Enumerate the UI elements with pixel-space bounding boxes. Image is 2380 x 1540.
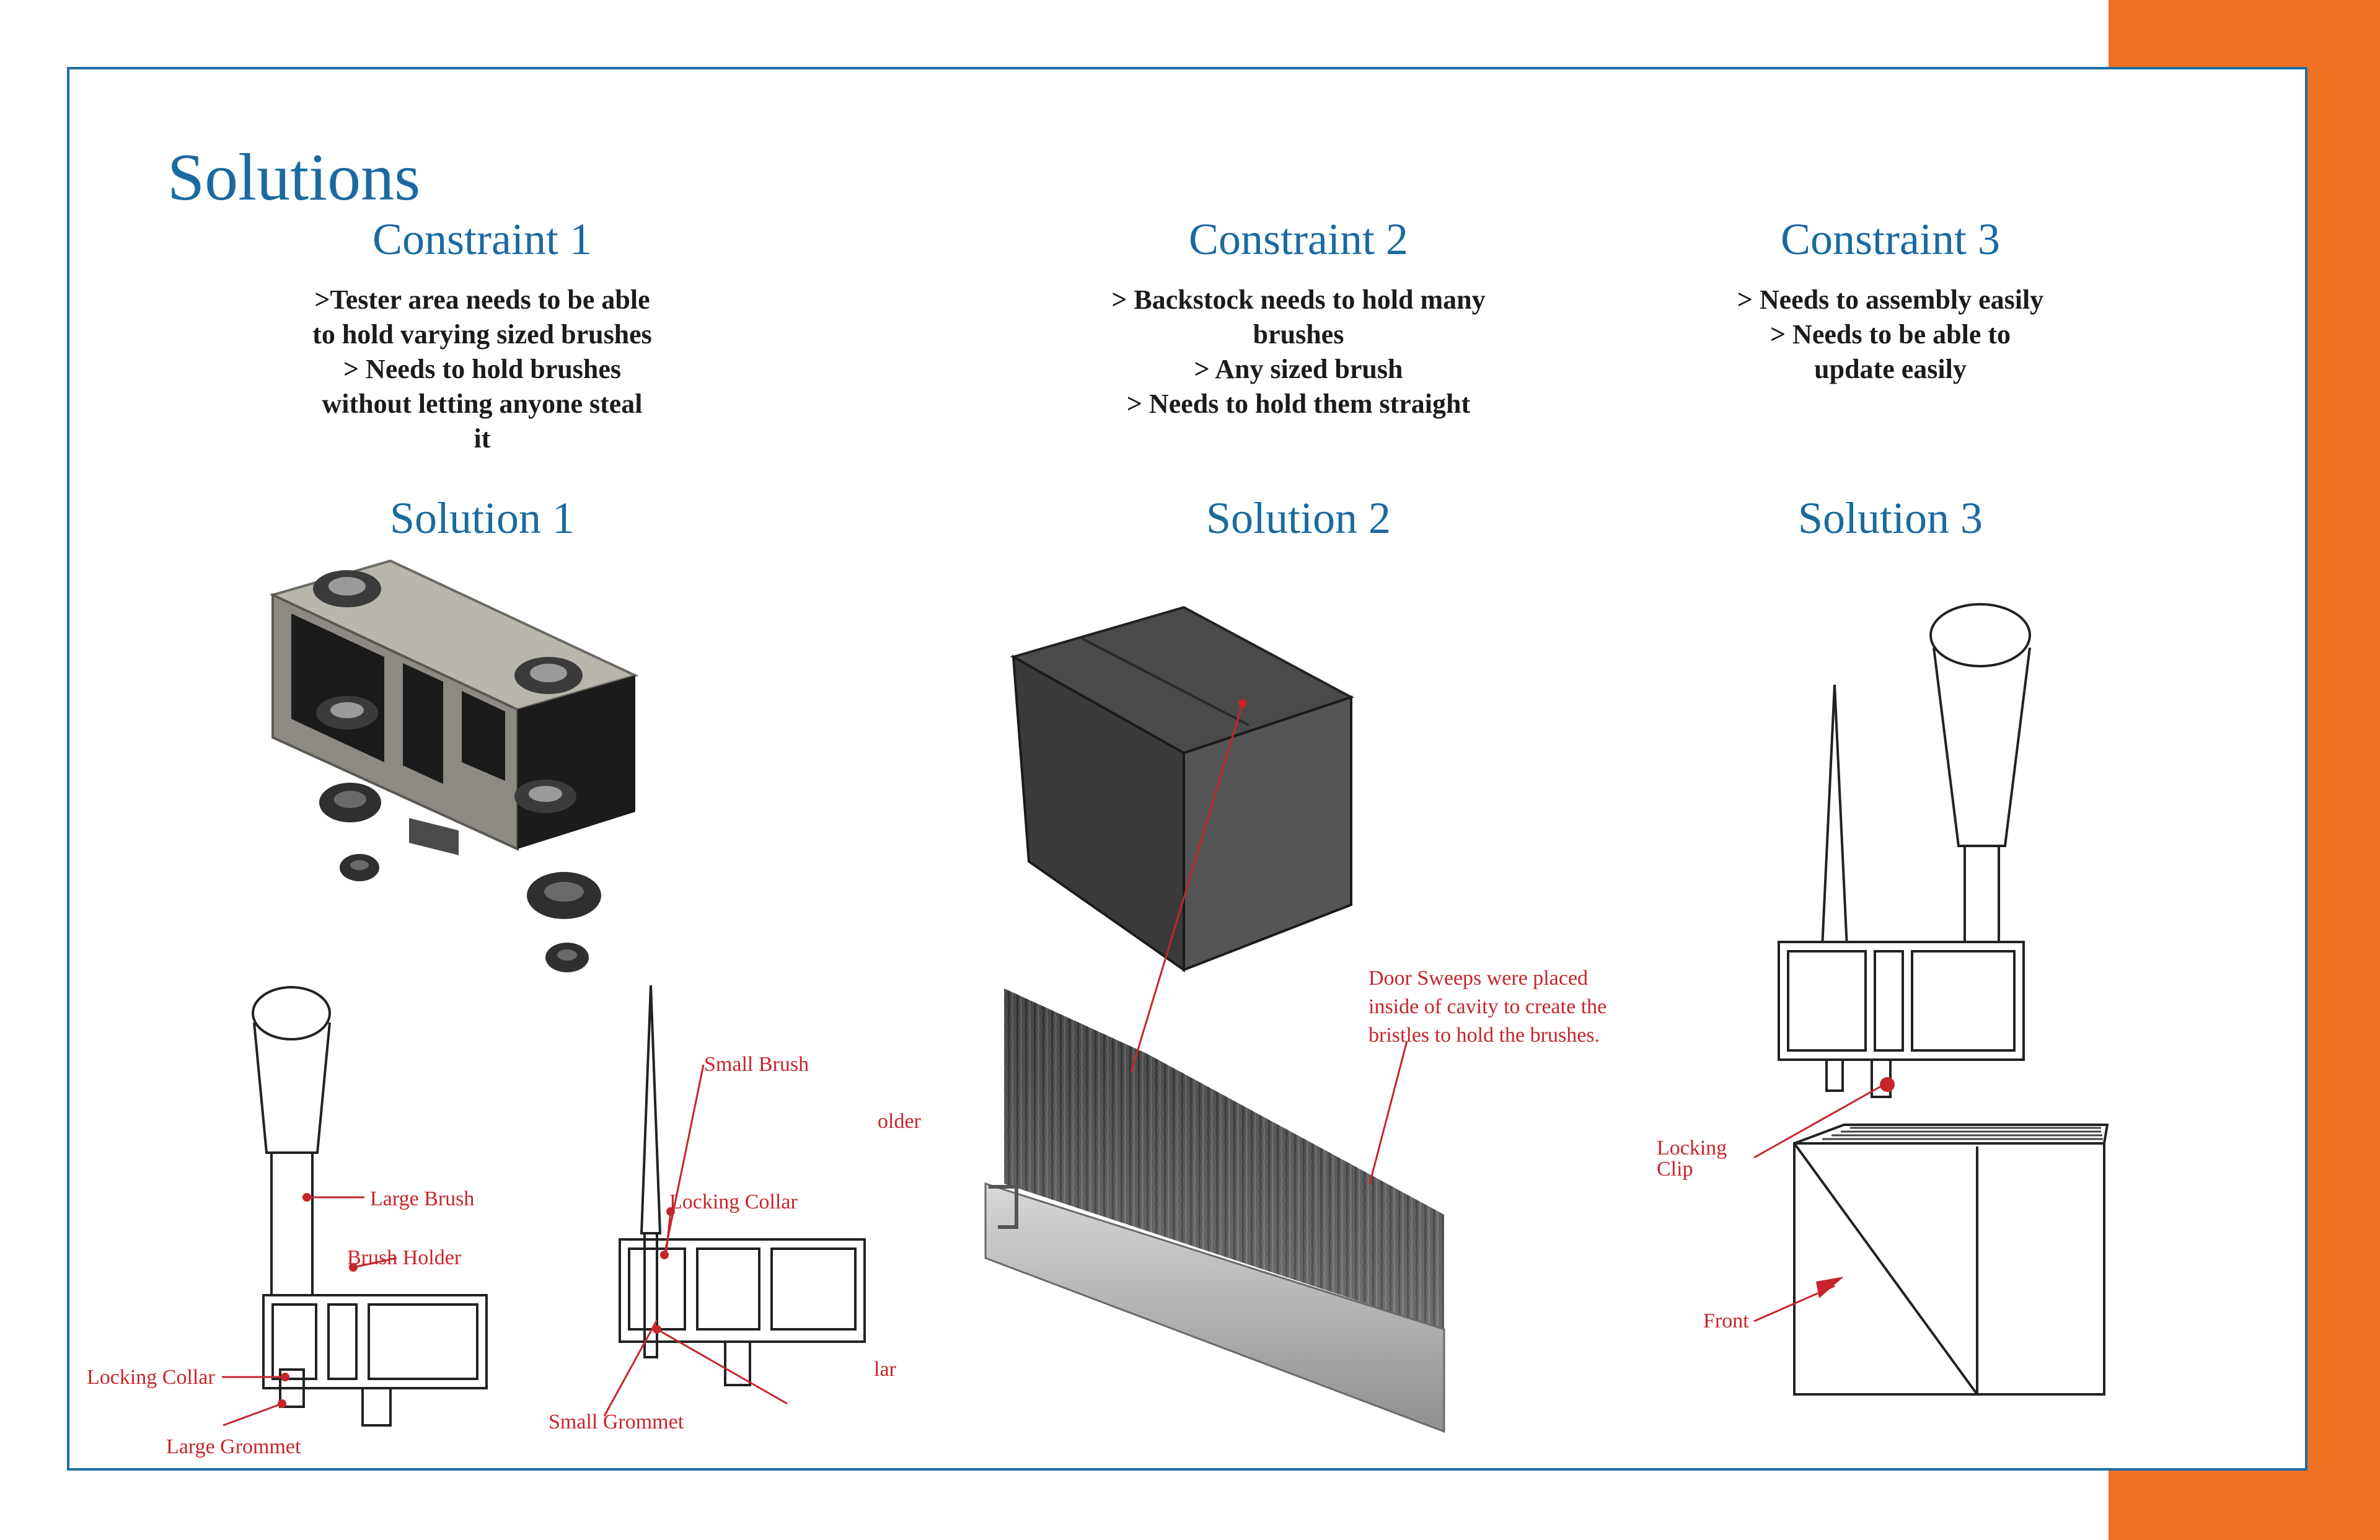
- constraint-2-text: > Backstock needs to hold many brushes >…: [1063, 283, 1534, 421]
- label-locking-clip-line: Clip: [1657, 1158, 1693, 1181]
- door-sweeps-note-line: bristles to hold the brushes.: [1368, 1024, 1600, 1047]
- label-small-brush: Small Brush: [704, 1053, 809, 1076]
- label-front: Front: [1703, 1309, 1749, 1332]
- label-brush-holder: Brush Holder: [347, 1246, 462, 1269]
- label-small-grommet: Small Grommet: [549, 1410, 684, 1433]
- constraint-2-line: > Any sized brush: [1194, 354, 1403, 384]
- label-large-brush: Large Brush: [370, 1187, 475, 1210]
- label-older-fragment: older: [878, 1110, 921, 1133]
- label-locking-clip: Locking Clip: [1657, 1138, 1727, 1180]
- label-large-grommet: Large Grommet: [166, 1435, 301, 1458]
- solution-3-heading: Solution 3: [1797, 493, 1983, 543]
- callout-lines: [222, 703, 1885, 1427]
- constraint-1-line: without letting anyone steal: [322, 389, 643, 419]
- constraint-1-line: >Tester area needs to be able: [314, 284, 650, 315]
- label-locking-collar: Locking Collar: [669, 1190, 798, 1213]
- solution-2-door-sweep-photo: [984, 988, 1445, 1433]
- constraint-3-line: > Needs to assembly easily: [1737, 284, 2044, 315]
- callout-dots: [278, 699, 1895, 1408]
- label-lar-fragment: lar: [874, 1358, 896, 1381]
- solution-3-drawing: [1778, 603, 2109, 1396]
- solution-1-holder-render: [269, 559, 639, 972]
- constraint-3-text: > Needs to assembly easily > Needs to be…: [1655, 283, 2126, 387]
- label-locking-clip-line: Locking: [1657, 1137, 1727, 1159]
- constraint-1-line: it: [474, 423, 491, 454]
- constraint-1-heading: Constraint 1: [372, 214, 592, 264]
- constraint-3-line: > Needs to be able to: [1770, 319, 2011, 350]
- solution-1-heading: Solution 1: [389, 493, 575, 543]
- constraint-1-line: to hold varying sized brushes: [312, 319, 652, 350]
- solution-2-box-render: [1010, 605, 1355, 972]
- label-locking-collar: Locking Collar: [87, 1366, 215, 1389]
- solution-1-small-brush-drawing: [619, 985, 866, 1386]
- constraint-2-line: > Backstock needs to hold many: [1111, 284, 1486, 315]
- door-sweeps-note-line: Door Sweeps were placed: [1368, 967, 1589, 990]
- constraint-2-line: brushes: [1253, 319, 1344, 350]
- constraint-1-line: > Needs to hold brushes: [343, 354, 622, 384]
- solution-1-large-brush-drawing: [252, 986, 488, 1427]
- constraint-3-line: update easily: [1814, 354, 1967, 384]
- door-sweeps-note: Door Sweeps were placed inside of cavity…: [1368, 964, 1606, 1050]
- constraint-3-heading: Constraint 3: [1781, 214, 2000, 264]
- door-sweeps-note-line: inside of cavity to create the: [1368, 995, 1607, 1018]
- constraint-1-text: >Tester area needs to be able to hold va…: [247, 283, 718, 456]
- constraint-2-line: > Needs to hold them straight: [1126, 389, 1471, 419]
- page-title: Solutions: [167, 141, 421, 214]
- constraint-2-heading: Constraint 2: [1189, 214, 1408, 264]
- solution-2-heading: Solution 2: [1205, 493, 1391, 543]
